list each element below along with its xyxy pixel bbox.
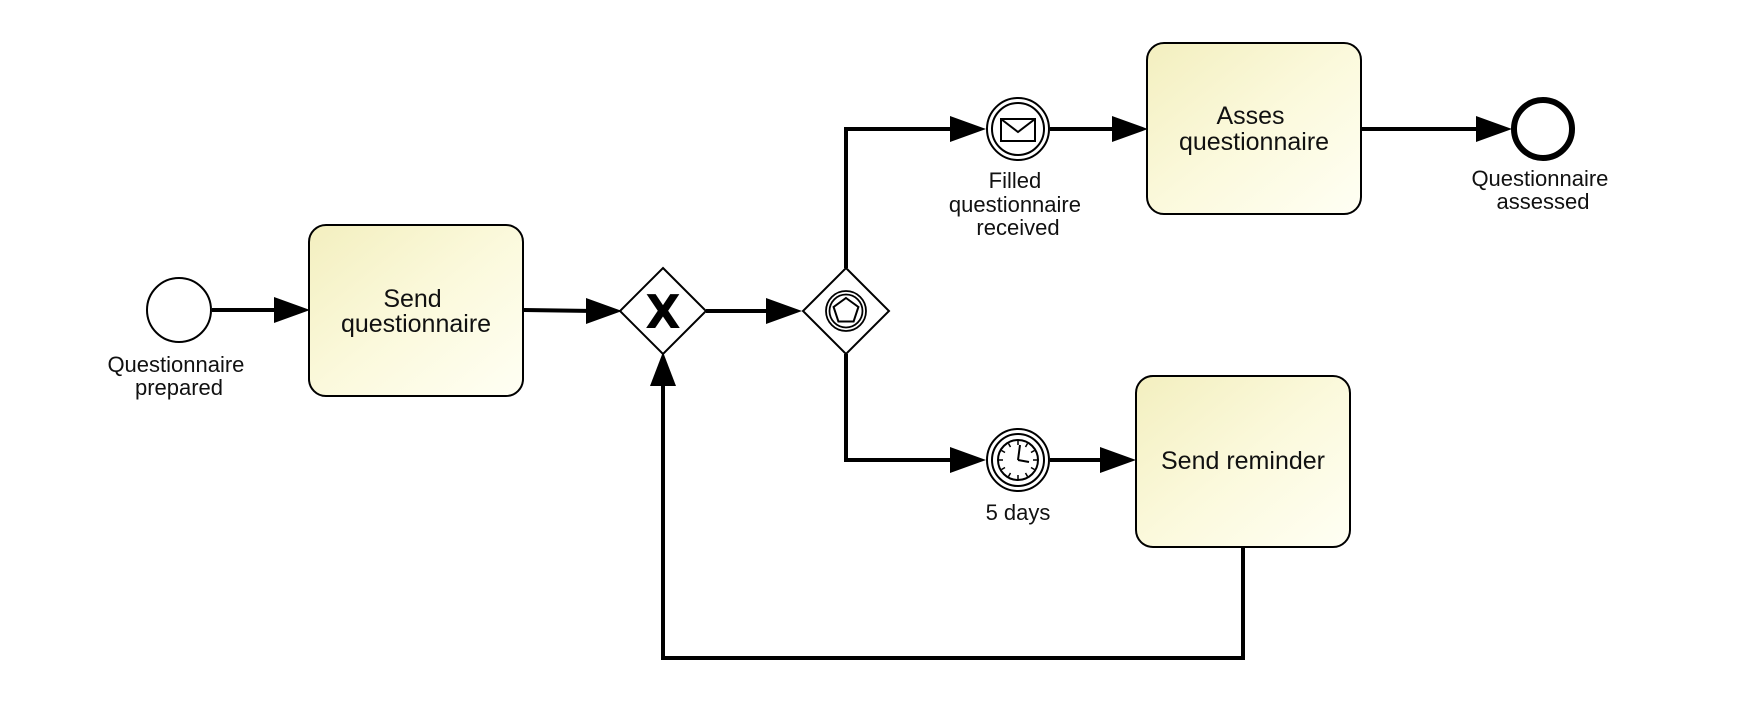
event-based-gateway[interactable]	[801, 266, 891, 356]
clock-tick	[1001, 466, 1006, 471]
message-catch-event-label: Filled questionnaire received	[949, 168, 1087, 240]
timer-catch-event[interactable]	[986, 428, 1050, 492]
task-send-questionnaire-label: Send questionnaire	[341, 285, 491, 338]
flow-timer-to-reminder[interactable]	[1050, 447, 1136, 473]
message-catch-event[interactable]	[986, 97, 1050, 161]
flow-event-gateway-to-timer[interactable]	[844, 354, 986, 473]
flow-start-to-send[interactable]	[212, 297, 310, 323]
task-send-reminder-label: Send reminder	[1161, 447, 1325, 475]
clock-tick	[1001, 449, 1006, 454]
pentagon-icon	[825, 290, 867, 332]
clock-icon	[997, 439, 1039, 481]
clock-tick	[1007, 472, 1012, 477]
clock-tick	[1024, 443, 1029, 448]
exclusive-gateway[interactable]: X	[618, 266, 708, 356]
clock-tick	[1024, 472, 1029, 477]
clock-tick	[1007, 443, 1012, 448]
flow-send-to-xor[interactable]	[523, 298, 622, 324]
x-marker-icon: X	[645, 285, 680, 339]
end-event-label: Questionnaire assessed	[1471, 166, 1614, 214]
task-asses-questionnaire[interactable]: Asses questionnaire	[1146, 42, 1362, 215]
envelope-icon	[1000, 118, 1036, 142]
task-send-questionnaire[interactable]: Send questionnaire	[308, 224, 524, 397]
task-send-reminder[interactable]: Send reminder	[1135, 375, 1351, 548]
flow-event-gateway-to-message[interactable]	[844, 116, 986, 268]
sequence-flows	[212, 116, 1512, 660]
timer-catch-event-label: 5 days	[986, 500, 1051, 525]
start-event[interactable]	[146, 277, 212, 343]
flow-message-to-asses[interactable]	[1050, 116, 1148, 142]
clock-tick	[1030, 466, 1035, 471]
task-asses-questionnaire-label: Asses questionnaire	[1179, 102, 1329, 156]
clock-tick	[1030, 449, 1035, 454]
end-event[interactable]	[1511, 97, 1575, 161]
start-event-label: Questionnaire prepared	[107, 352, 250, 400]
flow-asses-to-end[interactable]	[1362, 116, 1512, 142]
flow-reminder-to-xor[interactable]	[650, 352, 1245, 660]
flow-xor-to-event-gateway[interactable]	[706, 298, 802, 324]
